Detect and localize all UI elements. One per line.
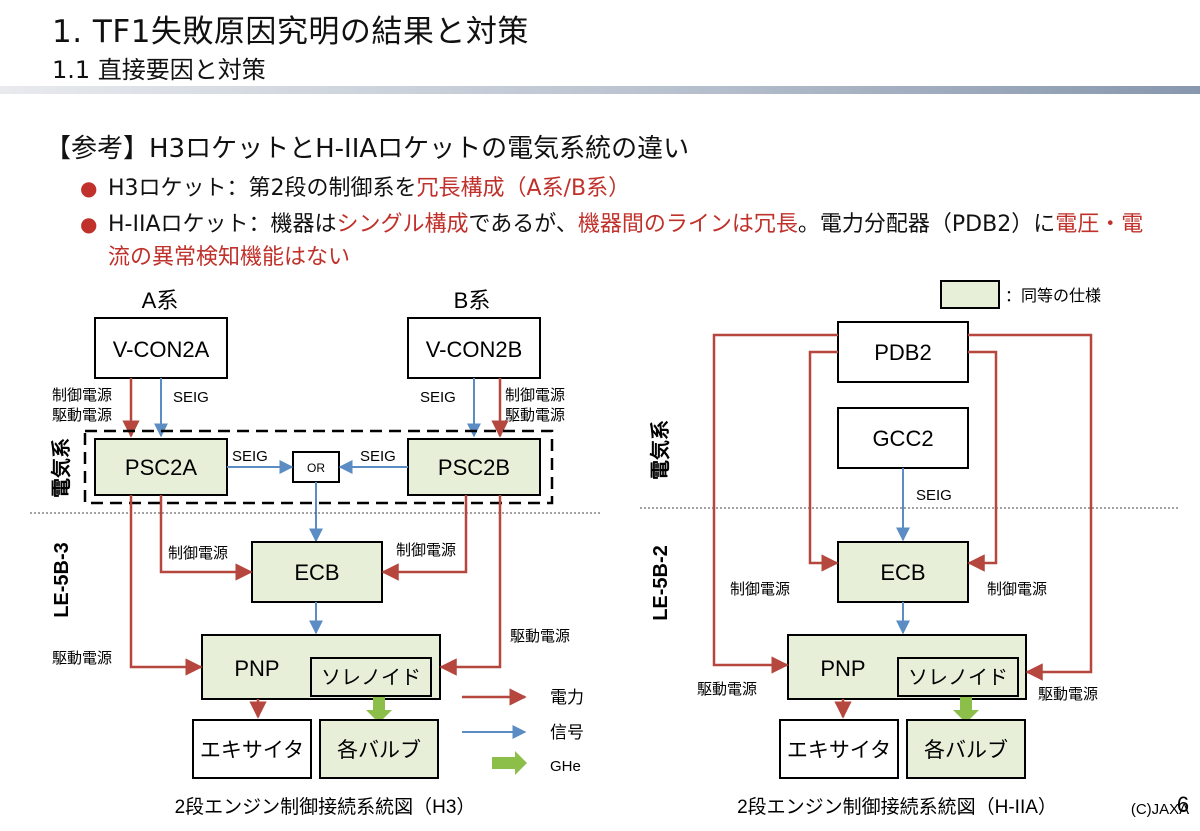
pdb2-label: PDB2	[874, 340, 931, 365]
svg-text:SEIG: SEIG	[916, 487, 952, 504]
h2a-caption: 2段エンジン制御接続系統図（H-IIA）	[737, 796, 1057, 818]
h3-system-b-label: B系	[454, 288, 491, 313]
h3-diagram: A系 B系 V-CON2A V-CON2B 制御電源 駆動電源 SEIG SEI…	[30, 288, 600, 818]
h2a-solenoid-box	[897, 657, 1019, 697]
h3-electrical-frame	[83, 429, 554, 505]
h3-electrical-label: 電気系	[49, 438, 73, 498]
h3-exciter-label: エキサイタ	[200, 739, 304, 762]
svg-text:制御電源: 制御電源	[396, 542, 456, 559]
psc2a-box	[94, 438, 228, 496]
svg-text:制御電源: 制御電源	[168, 545, 228, 562]
legend-same-spec-label: ：同等の仕様	[1005, 287, 1101, 305]
legend-same-spec-swatch	[940, 280, 1000, 309]
h3-solenoid-label: ソレノイド	[321, 667, 421, 689]
svg-text:駆動電源: 駆動電源	[1038, 686, 1098, 703]
bullet-dot-icon: ●	[80, 176, 98, 200]
header-band	[0, 86, 1200, 94]
h3-pnp-label: PNP	[234, 656, 279, 681]
psc2b-label: PSC2B	[438, 455, 510, 480]
bullet-dot-icon: ●	[80, 212, 98, 236]
svg-text:駆動電源: 駆動電源	[505, 407, 565, 424]
h3-ecb-label: ECB	[294, 560, 339, 585]
h3-engine-label: LE-5B-3	[51, 542, 73, 618]
h2a-valves-box	[906, 719, 1026, 779]
h2a-exciter-box	[779, 719, 899, 779]
psc2b-box	[407, 438, 541, 496]
svg-text:制御電源: 制御電源	[730, 581, 790, 598]
reference-heading: 【参考】H3ロケットとH-IIAロケットの電気系統の違い	[45, 134, 690, 164]
svg-text:SEIG: SEIG	[232, 448, 268, 465]
h3-caption: 2段エンジン制御接続系統図（H3）	[175, 796, 476, 818]
h2a-electrical-label: 電気系	[648, 420, 672, 480]
h3-ghe-arrow-icon	[366, 697, 392, 723]
h2a-engine-label: LE-5B-2	[650, 545, 672, 621]
or-gate-label: OR	[307, 461, 325, 475]
h3-valves-box	[319, 719, 439, 779]
h2a-pnp-label: PNP	[820, 656, 865, 681]
svg-text:駆動電源: 駆動電源	[697, 681, 757, 698]
svg-text:駆動電源: 駆動電源	[52, 650, 112, 667]
vcon2a-box	[94, 317, 228, 379]
h2a-solenoid-label: ソレノイド	[908, 667, 1008, 689]
svg-text:駆動電源: 駆動電源	[52, 407, 112, 424]
svg-text:制御電源: 制御電源	[52, 387, 112, 404]
h2a-ghe-arrow-icon	[953, 697, 979, 723]
vcon2a-label: V-CON2A	[113, 337, 210, 362]
vcon2b-label: V-CON2B	[426, 337, 523, 362]
svg-text:SEIG: SEIG	[420, 389, 456, 406]
legend: ：同等の仕様 電力 信号 GHe	[462, 280, 1101, 775]
vcon2b-box	[407, 317, 541, 379]
h2a-exciter-label: エキサイタ	[787, 739, 891, 762]
svg-text:制御電源: 制御電源	[987, 581, 1047, 598]
h3-solenoid-box	[310, 657, 432, 697]
pdb2-box	[837, 321, 969, 383]
svg-text:制御電源: 制御電源	[505, 387, 565, 404]
legend-ghe-label: GHe	[550, 758, 581, 775]
page-number: 6	[1177, 792, 1189, 817]
h2a-diagram: PDB2 GCC2 電気系 SEIG LE-5B-2 ECB 制御電源 制御電源…	[640, 321, 1180, 818]
legend-ghe-arrow-icon	[492, 751, 527, 775]
h3-valves-label: 各バルブ	[337, 739, 421, 762]
h3-exciter-box	[192, 719, 312, 779]
h2a-valves-label: 各バルブ	[924, 739, 1008, 762]
page-subtitle: 1.1 直接要因と対策	[52, 56, 266, 84]
svg-text:SEIG: SEIG	[360, 448, 396, 465]
legend-signal-label: 信号	[550, 723, 584, 742]
h3-system-a-label: A系	[142, 288, 179, 313]
svg-text:SEIG: SEIG	[173, 389, 209, 406]
h2a-ecb-label: ECB	[880, 560, 925, 585]
psc2a-label: PSC2A	[125, 455, 197, 480]
gcc2-label: GCC2	[872, 426, 933, 451]
svg-text:駆動電源: 駆動電源	[510, 628, 570, 645]
copyright: (C)JAXA	[1131, 801, 1189, 818]
legend-power-label: 電力	[550, 688, 584, 707]
page-title: 1. TF1失敗原因究明の結果と対策	[52, 14, 529, 50]
